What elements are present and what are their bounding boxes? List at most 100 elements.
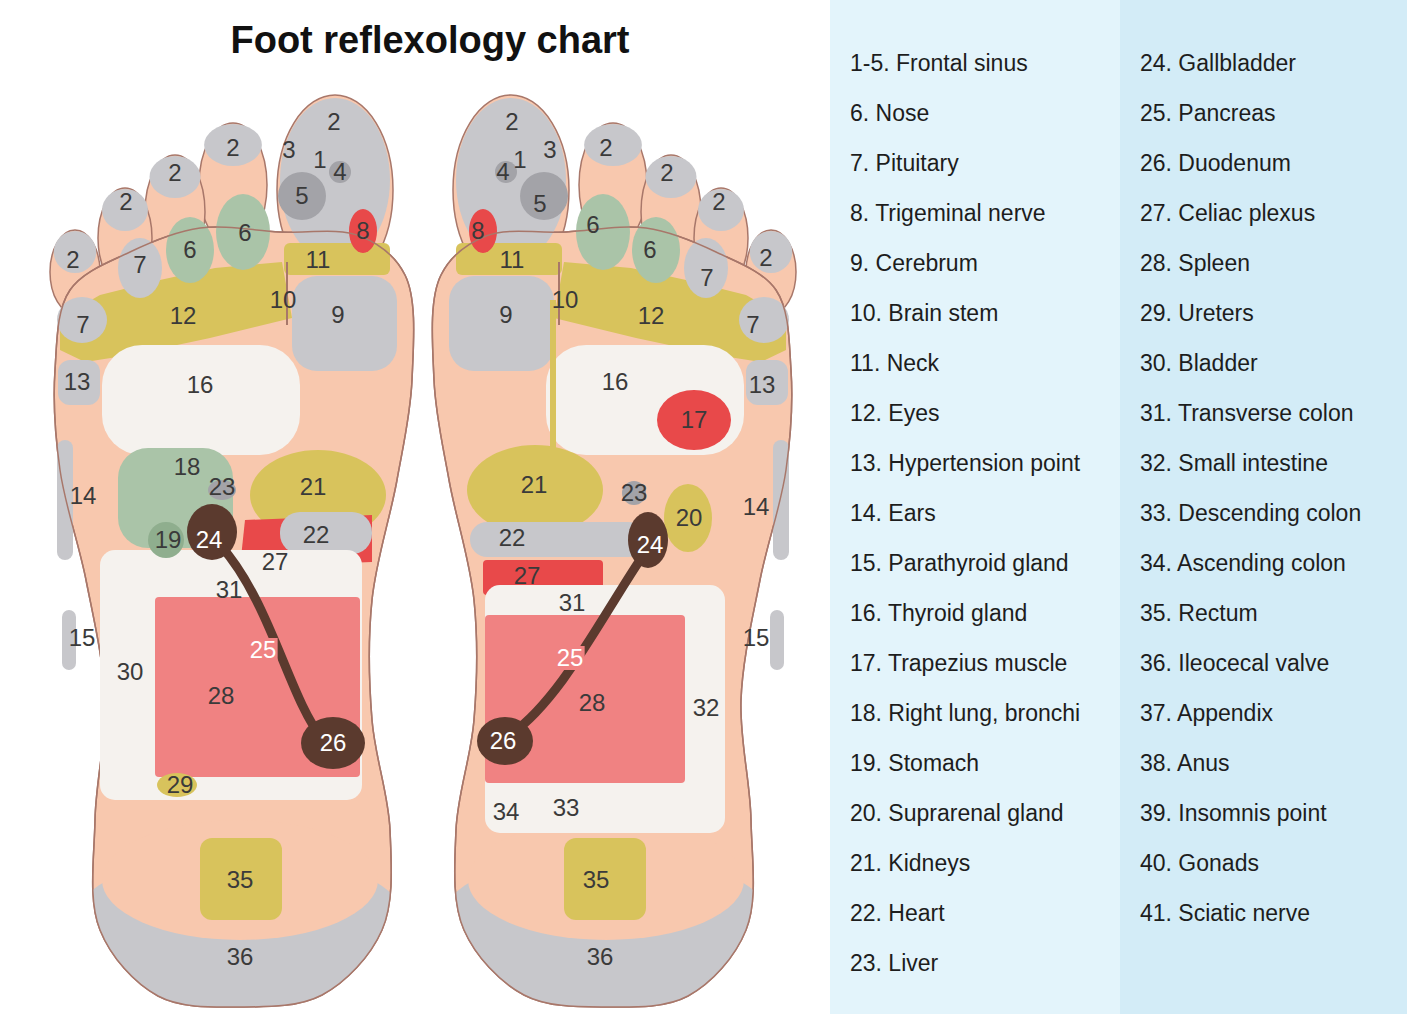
callout-number: 26 [319, 731, 348, 755]
callout-number: 33 [552, 796, 581, 820]
spleen-zone [155, 597, 360, 777]
callout-number: 10 [269, 288, 298, 312]
callout-number: 8 [470, 219, 485, 243]
key-entry: 32. Small intestine [1140, 438, 1328, 488]
key-entry: 36. Ileocecal valve [1140, 638, 1329, 688]
key-entry: 31. Transverse colon [1140, 388, 1354, 438]
callout-number: 11 [305, 248, 332, 272]
gallbladder-zone [628, 512, 668, 568]
toe-tip-zone [646, 156, 697, 198]
toe-tip-zone [750, 231, 793, 273]
callout-number: 2 [504, 110, 519, 134]
callout-number: 30 [116, 660, 145, 684]
rectum-zone [200, 838, 282, 920]
callout-number: 7 [699, 266, 714, 290]
stomach-zone [148, 522, 184, 558]
right-organs [467, 300, 731, 833]
key-entry: 27. Celiac plexus [1140, 188, 1315, 238]
key-entry: 8. Trigeminal nerve [850, 188, 1046, 238]
sole-outline [54, 227, 414, 1007]
sinus-zone [329, 161, 351, 183]
callout-number: 22 [302, 523, 331, 547]
heel-group [70, 820, 410, 1010]
callout-number: 12 [169, 304, 198, 328]
key-entry: 18. Right lung, bronchi [850, 688, 1080, 738]
suprarenal-zone [664, 484, 712, 552]
callout-number: 2 [118, 190, 133, 214]
nose-zone [216, 194, 270, 270]
callout-number: 2 [659, 161, 674, 185]
callout-number: 25 [249, 638, 278, 662]
callout-number: 4 [495, 160, 510, 184]
callout-number: 19 [154, 528, 183, 552]
left-organs [100, 448, 386, 800]
key-entry: 16. Thyroid gland [850, 588, 1027, 638]
pituitary-zone [57, 297, 107, 343]
neck-zone [456, 243, 562, 275]
callout-number: 21 [299, 475, 328, 499]
callout-number: 24 [195, 528, 224, 552]
callout-number: 18 [173, 455, 202, 479]
trapezius-zone [657, 390, 731, 450]
callout-number: 4 [332, 160, 347, 184]
key-entry: 19. Stomach [850, 738, 979, 788]
key-entry: 39. Insomnis point [1140, 788, 1327, 838]
toe-tip-zone [150, 156, 201, 198]
callout-number: 1 [512, 148, 527, 172]
key-entry: 12. Eyes [850, 388, 940, 438]
duodenum-zone [301, 717, 365, 769]
callout-number: 15 [68, 626, 97, 650]
callout-number: 28 [207, 684, 236, 708]
key-entry: 40. Gonads [1140, 838, 1259, 888]
key-entry: 14. Ears [850, 488, 936, 538]
trigeminal-zone [469, 209, 497, 253]
toe [453, 95, 569, 285]
callout-number: 23 [620, 481, 649, 505]
callout-number: 3 [281, 138, 296, 162]
key-entry: 6. Nose [850, 88, 929, 138]
kidney-zone [467, 445, 603, 535]
key-entry: 22. Heart [850, 888, 945, 938]
callout-number: 26 [489, 729, 518, 753]
callout-number: 2 [711, 190, 726, 214]
left-foot [50, 95, 414, 1010]
callout-number: 22 [498, 526, 527, 550]
heart-zone [470, 522, 645, 557]
pancreas-line [220, 545, 322, 738]
callout-number: 27 [513, 564, 542, 588]
key-panel: 24. Gallbladder25. Pancreas26. Duodenum2… [1120, 0, 1407, 1014]
key-entry: 23. Liver [850, 938, 938, 988]
callout-number: 6 [237, 221, 252, 245]
callout-number: 2 [65, 248, 80, 272]
pituitary-zone [739, 297, 789, 343]
callout-number: 13 [748, 373, 777, 397]
callout-number: 2 [167, 161, 182, 185]
key-entry: 15. Parathyroid gland [850, 538, 1069, 588]
sinus-zone [520, 172, 568, 220]
callout-number: 6 [585, 213, 600, 237]
callout-number: 16 [186, 373, 215, 397]
sole [432, 227, 792, 1007]
callout-number: 32 [692, 696, 721, 720]
cerebrum-zone [449, 276, 554, 371]
callout-number: 3 [542, 138, 557, 162]
callout-number: 31 [215, 578, 244, 602]
thyroid-zone [546, 345, 744, 455]
callout-number: 21 [520, 473, 549, 497]
callout-number: 6 [642, 238, 657, 262]
toe-tip-zone [102, 189, 148, 231]
key-entry: 37. Appendix [1140, 688, 1273, 738]
cerebrum-zone [292, 276, 397, 371]
callout-number: 11 [499, 248, 526, 272]
callout-number: 14 [69, 484, 98, 508]
heel-skin [102, 820, 378, 940]
callout-number: 27 [261, 550, 290, 574]
hypertension-zone [746, 360, 788, 405]
ureter-zone [157, 773, 197, 797]
right-foot [432, 95, 796, 1010]
callout-number: 7 [745, 313, 760, 337]
toe-tip-zone [204, 124, 262, 166]
callout-number: 9 [330, 303, 345, 327]
key-entry: 17. Trapezius muscle [850, 638, 1067, 688]
